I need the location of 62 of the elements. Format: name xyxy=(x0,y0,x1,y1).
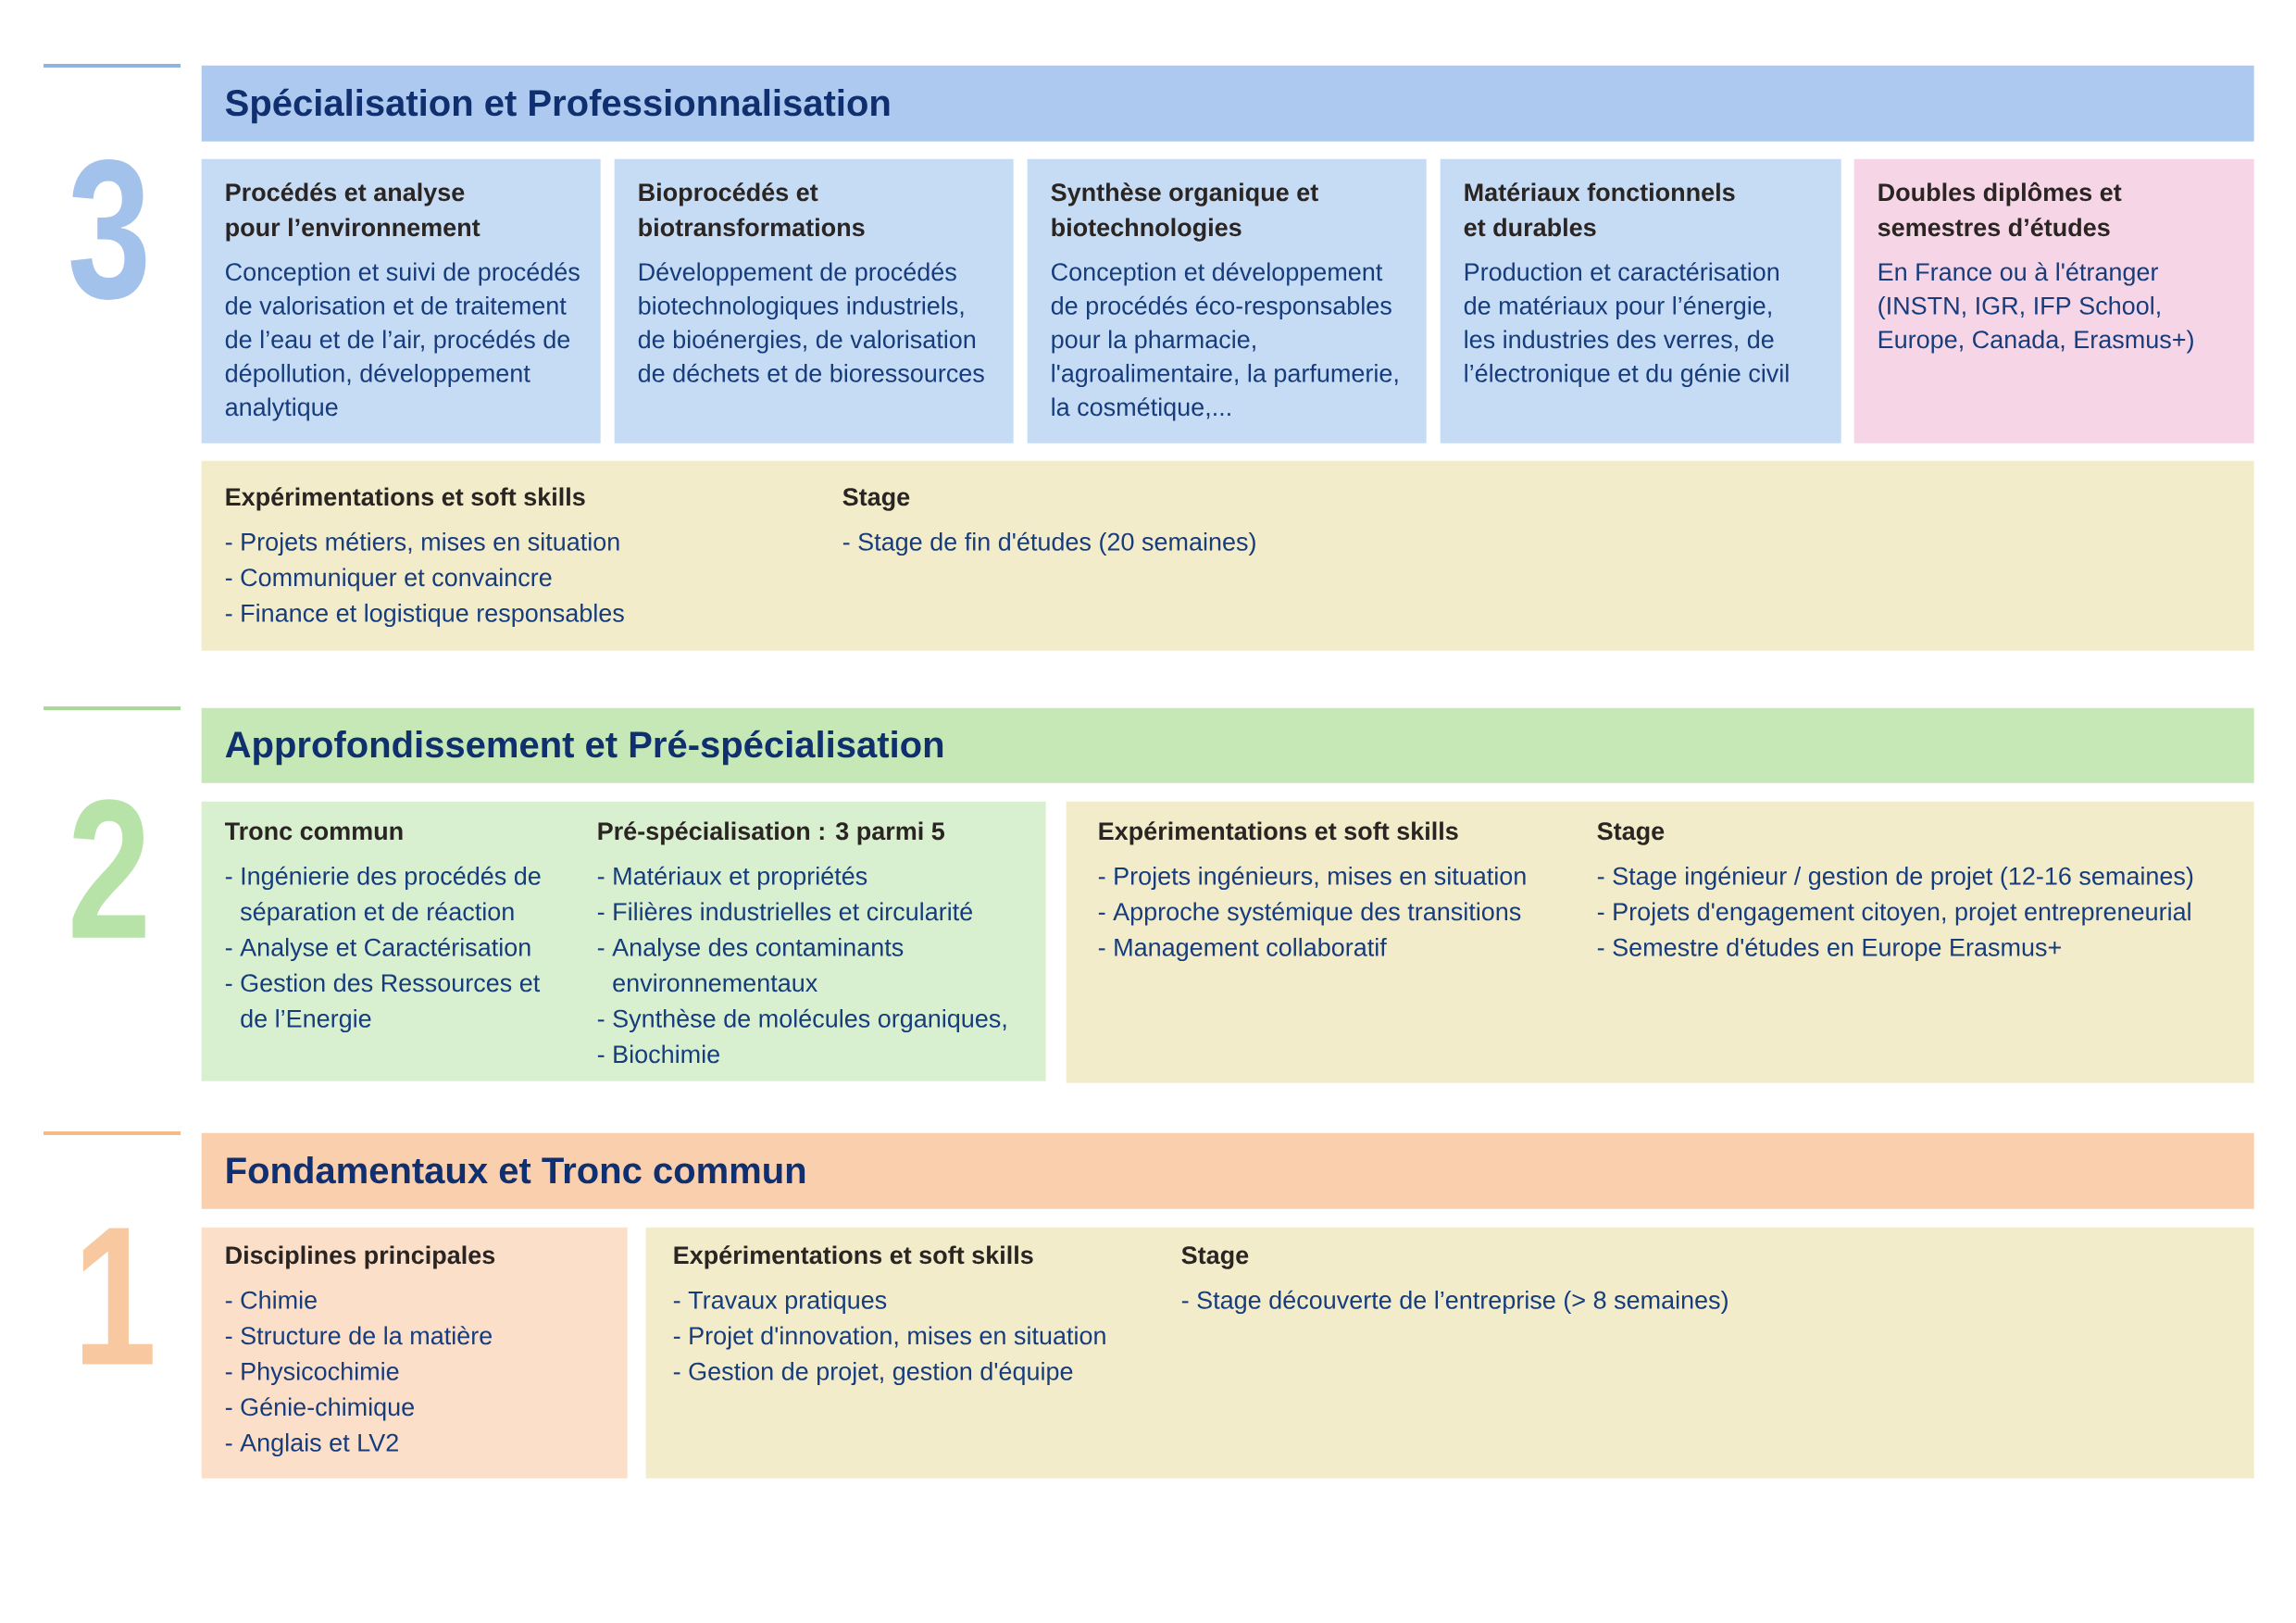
list-item: - Projets d'engagement citoyen, projet entrepreneurial xyxy=(1597,902,2190,926)
course-box xyxy=(201,158,601,443)
info-box xyxy=(201,460,2254,651)
column-heading: Expérimentations et soft skills xyxy=(226,487,585,511)
list-item: - Chimie xyxy=(225,1290,317,1309)
list-item: - Analyse et Caractérisation xyxy=(225,937,530,962)
box-heading: Procédés et analyse pour l’environnement xyxy=(226,182,480,242)
list-item: - Approche systémique des transitions xyxy=(1098,902,1521,926)
course-box xyxy=(614,158,1014,443)
list-item: - Physicochimie xyxy=(225,1361,399,1386)
list-item: - Finance et logistique responsables xyxy=(225,603,624,628)
list-item: - Génie-chimique xyxy=(225,1397,414,1421)
description-text: Développement de procédés biotechnologiques industriels, de bioénergies, de valorisation de déchets et de bioressources xyxy=(638,262,984,382)
list-item: - Communiquer et convaincre xyxy=(225,568,552,592)
list-item: - Analyse des contaminants environnementaux xyxy=(597,937,904,993)
column-heading: Pré-spécialisation : 3 parmi 5 xyxy=(598,821,945,845)
list-item: - Gestion de projet, gestion d'équipe xyxy=(673,1361,1073,1386)
box-heading: Synthèse organique et biotechnologies xyxy=(1051,182,1318,242)
course-box xyxy=(1853,158,2254,443)
list-item: - Management collaboratif xyxy=(1098,937,1387,962)
course-box xyxy=(1027,158,1427,443)
list-item: - Travaux pratiques xyxy=(673,1290,887,1315)
level-number: 3 xyxy=(70,159,146,300)
list-item: - Synthèse de molécules organiques, xyxy=(597,1008,1006,1033)
column-heading: Tronc commun xyxy=(225,822,403,841)
info-box xyxy=(645,1227,2254,1479)
column-heading: Stage xyxy=(1597,822,1665,845)
column-heading: Stage xyxy=(1181,1246,1249,1269)
list-item: - Stage de fin d'études (20 semaines) xyxy=(842,531,1255,556)
list-item: - Stage découverte de l’entreprise (> 8 semaines) xyxy=(1181,1290,1728,1315)
list-item: - Filières industrielles et circularité xyxy=(597,902,972,921)
description-text: Conception et suivi de procédés de valorisation et de traitement de l’eau et de l’air, procédés de dépollution, développement analytique xyxy=(225,262,580,421)
list-item: - Projets ingénieurs, mises en situation xyxy=(1098,866,1526,891)
box-heading: Bioprocédés et biotransformations xyxy=(639,182,865,237)
info-box xyxy=(1066,801,2254,1083)
description-text: Conception et développement de procédés éco-responsables pour la pharmacie, l'agroalimentaire, la parfumerie, la cosmétique,... xyxy=(1051,262,1398,421)
box-heading: Matériaux fonctionnels et durables xyxy=(1464,182,1735,237)
info-box xyxy=(201,1227,628,1479)
description-text: Production et caractérisation de matériaux pour l’énergie, les industries des verres, de l’électronique et du génie civil xyxy=(1464,262,1789,388)
list-item: - Ingénierie des procédés de séparation et de réaction xyxy=(225,866,541,926)
list-item: - Gestion des Ressources et de l’Energie xyxy=(225,973,541,1033)
list-item: - Semestre d'études en Europe Erasmus+ xyxy=(1597,937,2061,962)
list-item: - Structure de la matière xyxy=(225,1326,493,1345)
level-banner: Fondamentaux et Tronc commun xyxy=(201,1132,2254,1209)
list-item: - Biochimie xyxy=(597,1044,719,1064)
list-item: - Stage ingénieur / gestion de projet (12-16 semaines) xyxy=(1597,866,2193,891)
level-number: 1 xyxy=(82,1228,153,1365)
level-number: 2 xyxy=(72,799,145,938)
list-item: - Anglais et LV2 xyxy=(225,1432,398,1457)
list-item: - Projets métiers, mises en situation xyxy=(225,531,619,556)
info-box xyxy=(201,801,1046,1081)
column-heading: Expérimentations et soft skills xyxy=(674,1245,1033,1269)
level-banner: Approfondissement et Pré-spécialisation xyxy=(201,707,2254,783)
column-heading: Expérimentations et soft skills xyxy=(1099,821,1458,845)
list-item: - Matériaux et propriétés xyxy=(597,866,867,891)
list-item: - Projet d'innovation, mises en situation xyxy=(673,1326,1105,1350)
box-heading: Doubles diplômes et semestres d’études xyxy=(1878,181,2122,237)
level-banner: Spécialisation et Professionnalisation xyxy=(201,65,2254,142)
course-box xyxy=(1440,158,1841,443)
column-heading: Stage xyxy=(842,488,910,511)
description-text: En France ou à l'étranger (INSTN, IGR, IFP School, Europe, Canada, Erasmus+) xyxy=(1878,262,2193,354)
column-heading: Disciplines principales xyxy=(226,1245,495,1269)
